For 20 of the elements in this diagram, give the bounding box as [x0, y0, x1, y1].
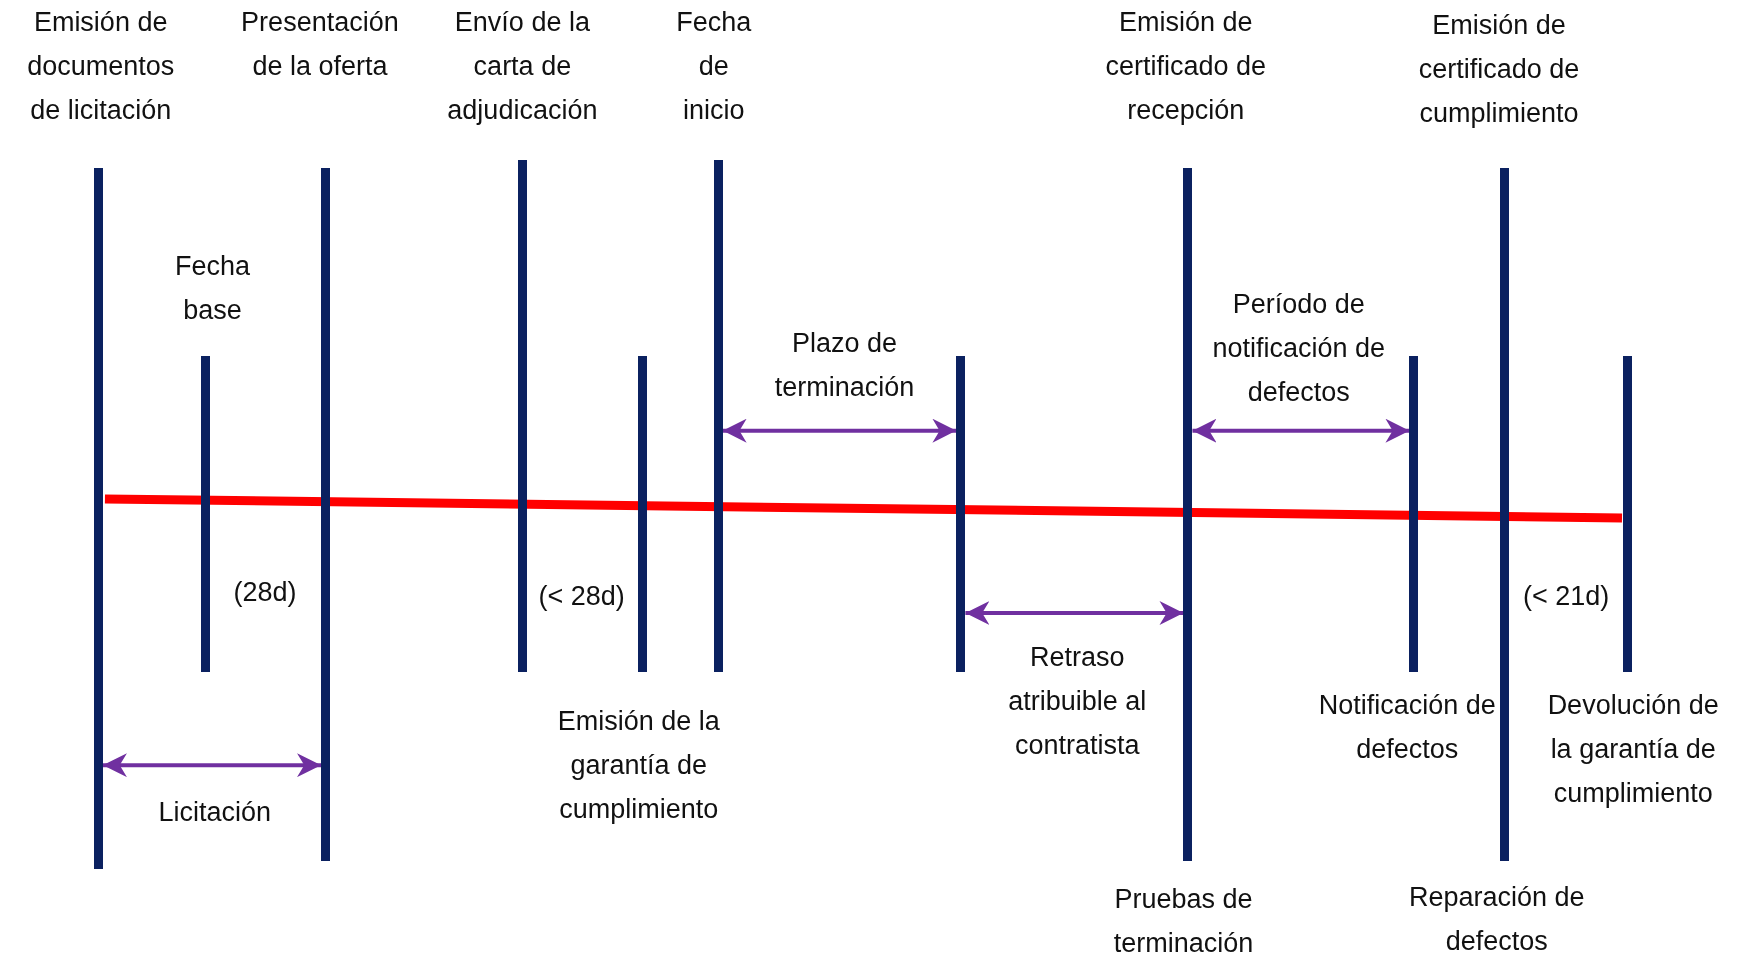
- milestone-label: Emisión de certificado de recepción: [1104, 6, 1268, 127]
- milestone-label: Envío de la carta de adjudicación: [446, 6, 599, 127]
- milestone-label: Reparación de defectos: [1407, 880, 1586, 958]
- double-arrow: [965, 601, 1184, 625]
- milestone-bar: [956, 355, 966, 673]
- double-arrow: [102, 753, 321, 778]
- milestone-label: Notificación de defectos: [1317, 689, 1497, 767]
- milestone-label: Emisión de la garantía de cumplimiento: [556, 705, 721, 827]
- milestone-label: Devolución de la garantía de cumplimiento: [1546, 689, 1720, 811]
- milestone-label: Emisión de certificado de cumplimiento: [1417, 9, 1581, 131]
- milestone-label: Pruebas de terminación: [1112, 883, 1255, 960]
- milestone-label: Fecha de inicio: [675, 6, 753, 127]
- double-arrow: [722, 418, 957, 443]
- duration-label: (< 21d): [1521, 579, 1611, 613]
- milestone-label: Presentación de la oferta: [240, 6, 400, 83]
- milestone-label: Fecha base: [174, 249, 252, 327]
- duration-label: (< 28d): [537, 579, 626, 613]
- milestone-label: Emisión de documentos de licitación: [26, 6, 176, 127]
- duration-label: (28d): [232, 576, 298, 610]
- double-arrow: [1192, 418, 1410, 443]
